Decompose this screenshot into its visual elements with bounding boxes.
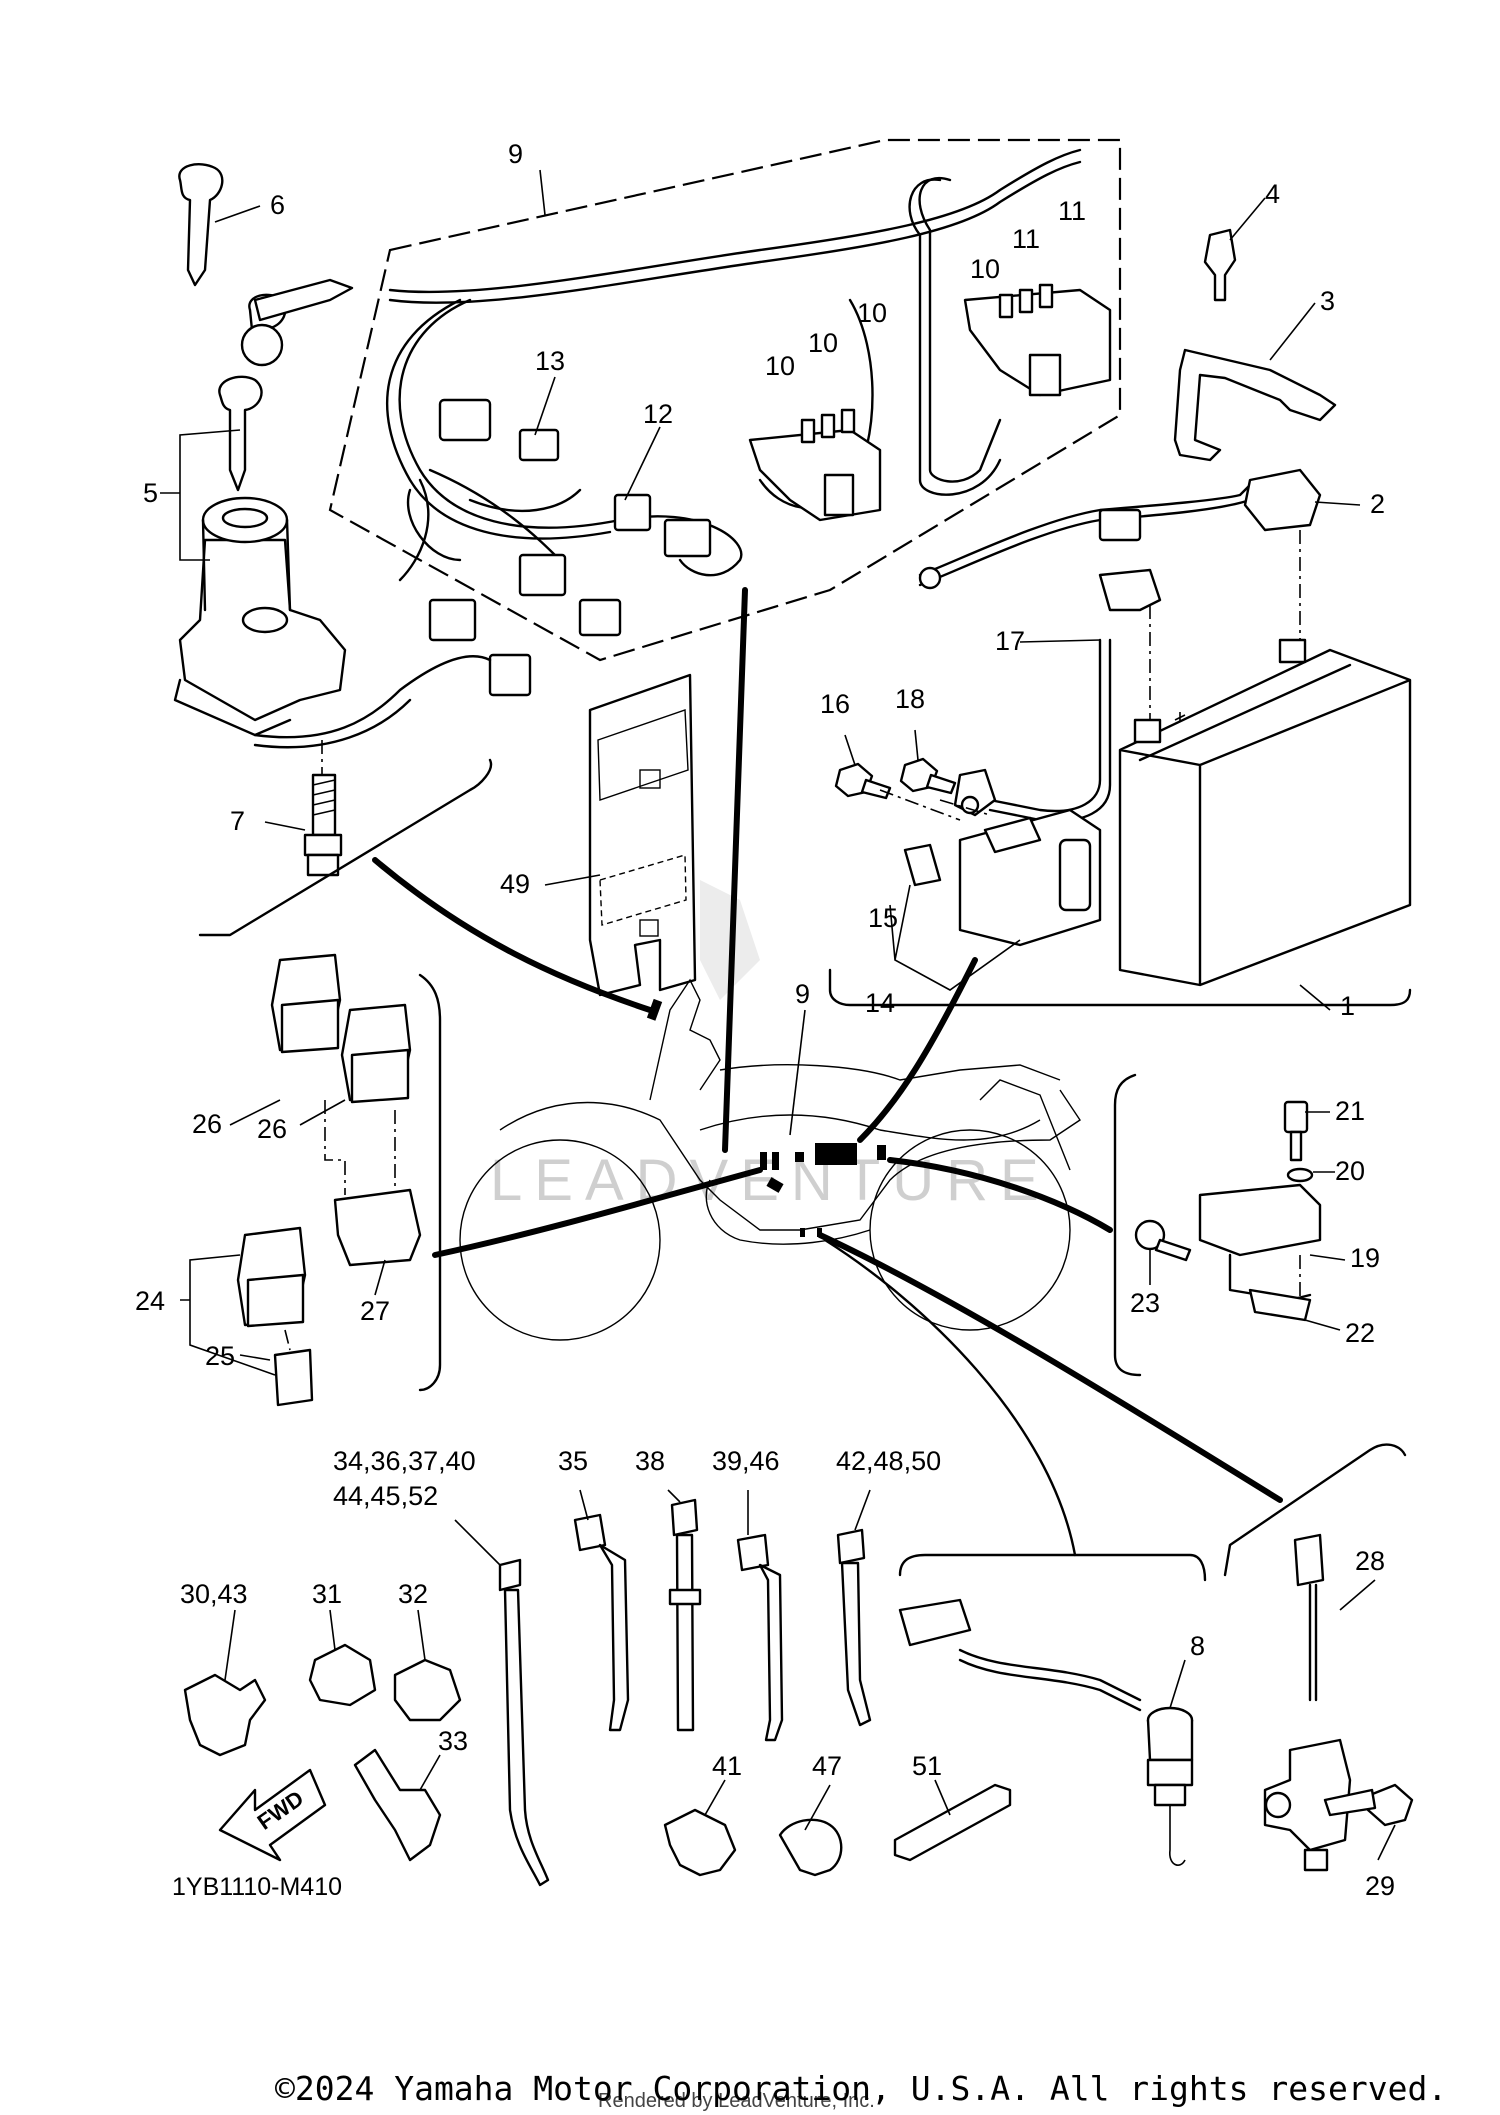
callout-38: 38 bbox=[635, 1446, 665, 1476]
washer-20 bbox=[1286, 1167, 1314, 1183]
callout-49: 49 bbox=[500, 869, 530, 899]
callout-26-b: 26 bbox=[257, 1114, 287, 1144]
clamp-31 bbox=[308, 1643, 377, 1707]
callout-16: 16 bbox=[820, 689, 850, 719]
cable-17-boot bbox=[1098, 568, 1162, 612]
callout-31: 31 bbox=[312, 1579, 342, 1609]
clamp-47 bbox=[778, 1818, 843, 1877]
callout-10-a: 10 bbox=[765, 351, 795, 381]
callout-2: 2 bbox=[1370, 489, 1385, 519]
callout-5: 5 bbox=[143, 478, 158, 508]
clamp-33 bbox=[353, 1748, 442, 1862]
fuse-box-left bbox=[748, 408, 882, 522]
clamp-30 bbox=[183, 1673, 267, 1757]
callout-41: 41 bbox=[712, 1751, 742, 1781]
copyright-notice: ©2024 Yamaha Motor Corporation, U.S.A. A… bbox=[275, 2069, 1447, 2108]
clamp-32 bbox=[393, 1658, 462, 1722]
key-6 bbox=[178, 163, 224, 287]
callout-19: 19 bbox=[1350, 1243, 1380, 1273]
callout-15: 15 bbox=[868, 903, 898, 933]
callout-9-top: 9 bbox=[508, 139, 523, 169]
starter-relay-14 bbox=[958, 808, 1102, 947]
bracket-22 bbox=[1248, 1288, 1312, 1322]
sensor-8 bbox=[898, 1598, 1194, 1866]
channel-51 bbox=[893, 1783, 1012, 1862]
callout-12: 12 bbox=[643, 399, 673, 429]
callout-10-d: 10 bbox=[970, 254, 1000, 284]
screw-7 bbox=[303, 773, 343, 877]
cable-ties bbox=[498, 1498, 872, 1887]
clamps bbox=[183, 1643, 843, 1877]
wire-harness-group bbox=[328, 138, 1122, 697]
bolt-23 bbox=[1134, 1219, 1166, 1251]
callout-32: 32 bbox=[398, 1579, 428, 1609]
clip-4 bbox=[1203, 228, 1237, 302]
connector-25 bbox=[273, 1348, 314, 1407]
callout-42-48-50: 42,48,50 bbox=[836, 1446, 941, 1476]
battery-band-3 bbox=[1173, 348, 1337, 462]
callout-35: 35 bbox=[558, 1446, 588, 1476]
callout-14: 14 bbox=[865, 988, 895, 1018]
battery-group bbox=[828, 228, 1412, 1007]
callout-8: 8 bbox=[1190, 1631, 1205, 1661]
callout-11-a: 11 bbox=[1012, 224, 1040, 254]
callout-28: 28 bbox=[1355, 1546, 1385, 1576]
diagram-code: 1YB1110-M410 bbox=[172, 1873, 342, 1901]
callout-33: 33 bbox=[438, 1726, 468, 1756]
callout-39-46: 39,46 bbox=[712, 1446, 780, 1476]
bolt-21 bbox=[1283, 1100, 1309, 1134]
fuse-15 bbox=[903, 843, 942, 887]
callout-17: 17 bbox=[995, 626, 1025, 656]
sensor-19 bbox=[1198, 1183, 1322, 1257]
callout-29: 29 bbox=[1365, 1871, 1395, 1901]
callout-13: 13 bbox=[535, 346, 565, 376]
motorcycle-outline bbox=[459, 978, 1081, 1341]
callout-47: 47 bbox=[812, 1751, 842, 1781]
callout-44-45-52: 44,45,52 bbox=[333, 1481, 438, 1511]
callout-22: 22 bbox=[1345, 1318, 1375, 1348]
relay-holder-27 bbox=[333, 1188, 422, 1267]
callout-leaders bbox=[160, 169, 1396, 1861]
relay-13 bbox=[518, 428, 560, 462]
callout-34-36-37-40: 34,36,37,40 bbox=[333, 1446, 476, 1476]
callout-3: 3 bbox=[1320, 286, 1335, 316]
relay-group-left bbox=[236, 953, 422, 1407]
callout-18: 18 bbox=[895, 684, 925, 714]
callout-7: 7 bbox=[230, 806, 245, 836]
callout-10-b: 10 bbox=[808, 328, 838, 358]
callout-23: 23 bbox=[1130, 1288, 1160, 1318]
callout-4: 4 bbox=[1265, 179, 1280, 209]
rendered-by: Rendered by LeadVenture, Inc. bbox=[598, 2090, 875, 2112]
battery-cable-boot bbox=[1243, 468, 1322, 532]
callout-labels: 1 2 3 4 5 6 7 8 9 9 10 10 10 10 11 11 12… bbox=[135, 139, 1395, 1901]
callout-20: 20 bbox=[1335, 1156, 1365, 1186]
callout-6: 6 bbox=[270, 190, 285, 220]
main-switch-group bbox=[173, 163, 492, 877]
callout-25: 25 bbox=[205, 1341, 235, 1371]
sensor-28 bbox=[1263, 1533, 1414, 1872]
fuse-box-right bbox=[963, 283, 1112, 397]
callout-21: 21 bbox=[1335, 1096, 1365, 1126]
callout-51: 51 bbox=[912, 1751, 942, 1781]
relay-12 bbox=[613, 493, 652, 532]
clamp-41 bbox=[663, 1808, 737, 1877]
callout-30-43: 30,43 bbox=[180, 1579, 248, 1609]
plate-49 bbox=[588, 673, 697, 997]
battery-1 bbox=[1118, 638, 1412, 987]
callout-24: 24 bbox=[135, 1286, 165, 1316]
callout-1: 1 bbox=[1340, 991, 1355, 1021]
sensor-group-right bbox=[1134, 1100, 1322, 1322]
callout-27: 27 bbox=[360, 1296, 390, 1326]
fwd-arrow: FWD bbox=[218, 1768, 327, 1862]
leader-lines bbox=[372, 587, 1283, 1557]
callout-9-center: 9 bbox=[795, 979, 810, 1009]
callout-brackets bbox=[198, 758, 1407, 1582]
callout-11-b: 11 bbox=[1058, 196, 1086, 226]
callout-10-c: 10 bbox=[857, 298, 887, 328]
callout-26-a: 26 bbox=[192, 1109, 222, 1139]
